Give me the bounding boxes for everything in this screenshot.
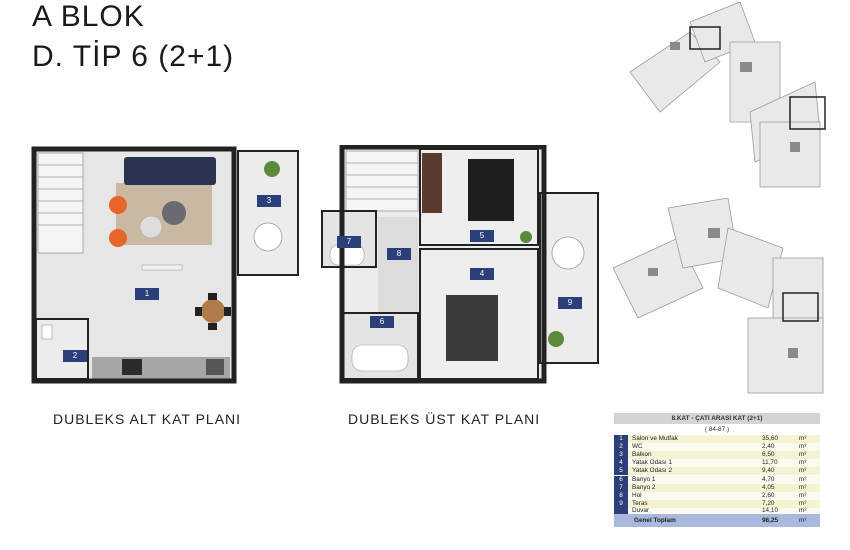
room-label-1: 1 bbox=[135, 288, 159, 300]
room-number: 8 bbox=[614, 491, 628, 500]
room-number: 3 bbox=[614, 451, 628, 460]
area-unit: m² bbox=[799, 483, 807, 491]
room-name: Teras bbox=[632, 499, 648, 507]
room-number bbox=[614, 507, 628, 514]
lower-floor-plan bbox=[30, 145, 302, 385]
room-area: 9,40 bbox=[762, 467, 775, 475]
room-number: 9 bbox=[614, 499, 628, 508]
room-name: WC bbox=[632, 443, 643, 451]
room-area: 35,60 bbox=[762, 435, 778, 442]
staircase bbox=[345, 150, 419, 212]
room-name: Duvar bbox=[632, 506, 650, 514]
table-row: 6 Banyo 1 4,70 m² bbox=[614, 475, 820, 484]
table-row: 2 WC 2,40 m² bbox=[614, 443, 820, 452]
table-row: 7 Banyo 2 4,05 m² bbox=[614, 483, 820, 492]
room-number: 7 bbox=[614, 483, 628, 492]
room-area: 2,40 bbox=[762, 443, 775, 451]
upper-floor-plan bbox=[316, 145, 601, 385]
block-title: A BLOK bbox=[32, 0, 145, 33]
sofa bbox=[124, 157, 216, 185]
room-name: Yatak Odası 2 bbox=[632, 467, 673, 475]
room-area: 2,60 bbox=[762, 491, 775, 499]
room-name: Hol bbox=[632, 491, 642, 499]
room-area: 4,70 bbox=[762, 475, 775, 483]
room-number: 2 bbox=[614, 443, 628, 452]
room-name: Banyo 2 bbox=[632, 483, 656, 491]
room-number: 5 bbox=[614, 467, 628, 476]
table-row: 4 Yatak Odası 1 11,70 m² bbox=[614, 459, 820, 468]
table-row: 8 Hol 2,60 m² bbox=[614, 491, 820, 500]
table-subtitle: ( 84-87 ) bbox=[614, 424, 820, 435]
room-number: 6 bbox=[614, 475, 628, 484]
room-area: 4,05 bbox=[762, 483, 775, 491]
room-number: 1 bbox=[614, 435, 628, 444]
room-number: 4 bbox=[614, 459, 628, 468]
staircase bbox=[37, 152, 84, 254]
table-row: 9 Teras 7,20 m² bbox=[614, 499, 820, 508]
room-label-4: 4 bbox=[470, 268, 494, 280]
total-area: 98,25 bbox=[762, 517, 778, 524]
area-unit: m² bbox=[799, 467, 807, 475]
upper-plan-caption: DUBLEKS ÜST KAT PLANI bbox=[348, 411, 541, 427]
key-plan-bottom bbox=[612, 198, 824, 394]
area-unit: m² bbox=[799, 451, 807, 459]
room-area: 11,70 bbox=[762, 459, 778, 467]
table-title: 8.KAT - ÇATI ARASI KAT (2+1) bbox=[614, 413, 820, 424]
room-name: Balkon bbox=[632, 451, 652, 459]
area-unit: m² bbox=[799, 443, 807, 451]
key-plan-top bbox=[629, 2, 826, 188]
room-name: Yatak Odası 1 bbox=[632, 459, 673, 467]
area-unit: m² bbox=[799, 475, 807, 483]
total-row: Genel Toplam 98,25 m² bbox=[614, 514, 820, 527]
room-name: Banyo 1 bbox=[632, 475, 656, 483]
area-table: 8.KAT - ÇATI ARASI KAT (2+1) ( 84-87 ) 1… bbox=[614, 413, 820, 527]
room-area: 7,20 bbox=[762, 499, 775, 507]
area-unit: m² bbox=[799, 517, 807, 524]
room-area: 14,10 bbox=[762, 506, 778, 514]
area-unit: m² bbox=[799, 491, 807, 499]
room-label-7: 7 bbox=[337, 236, 361, 248]
room-name: Salon ve Mutfak bbox=[632, 435, 678, 442]
total-label: Genel Toplam bbox=[634, 517, 676, 524]
table-row: Duvar 14,10 m² bbox=[614, 506, 820, 514]
room-label-8: 8 bbox=[387, 248, 411, 260]
table-row: 1 Salon ve Mutfak 35,60 m² bbox=[614, 435, 820, 444]
area-unit: m² bbox=[799, 459, 807, 467]
room-label-2: 2 bbox=[63, 350, 87, 362]
room-label-3: 3 bbox=[257, 195, 281, 207]
table-row: 3 Balkon 6,50 m² bbox=[614, 451, 820, 460]
room-label-5: 5 bbox=[470, 230, 494, 242]
room-area: 6,50 bbox=[762, 451, 775, 459]
lower-plan-caption: DUBLEKS ALT KAT PLANI bbox=[53, 411, 242, 427]
unit-type-title: D. TİP 6 (2+1) bbox=[32, 40, 235, 73]
room-label-9: 9 bbox=[558, 297, 582, 309]
area-unit: m² bbox=[799, 506, 807, 514]
room-label-6: 6 bbox=[370, 316, 394, 328]
table-row: 5 Yatak Odası 2 9,40 m² bbox=[614, 467, 820, 476]
area-unit: m² bbox=[799, 499, 807, 507]
area-unit: m² bbox=[799, 435, 807, 442]
